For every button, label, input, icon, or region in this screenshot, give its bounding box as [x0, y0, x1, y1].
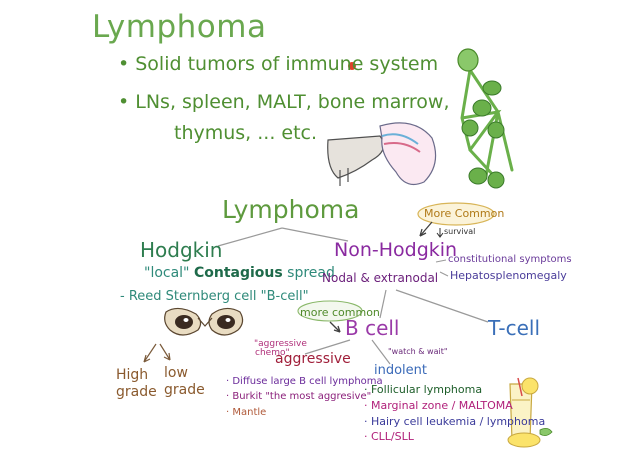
edge-nonhodgkin-bcell: [379, 289, 387, 319]
t-cell-node: T-cell: [488, 316, 541, 340]
edge-lymphoma-hodgkin: [217, 227, 283, 247]
watch-wait-note: "watch & wait": [388, 347, 448, 356]
survival-note: survival: [444, 227, 476, 236]
aggressive-node: aggressive: [275, 351, 351, 367]
hodgkin-spread: spread: [287, 265, 335, 281]
diagram-root-lymphoma: Lymphoma: [222, 195, 360, 224]
edge-bcell-aggressive: [304, 339, 351, 355]
non-hodgkin-node: Non-Hodgkin: [334, 239, 458, 261]
arrow-to-bcell: [329, 321, 341, 333]
reed-sternberg-note: - Reed Sternberg cell "B-cell": [120, 289, 309, 304]
aggressive-chemo-note-2: chemo": [255, 348, 290, 358]
aggressive-item-dlbcl: · Diffuse large B cell lymphoma: [226, 376, 383, 387]
edge-nonhodgkin-tcell: [395, 289, 489, 323]
liver-spleen-sketch: [327, 122, 437, 186]
main-title: Lymphoma: [92, 9, 267, 45]
hepatosplenomegaly-note: Hepatosplenomegaly: [450, 269, 567, 282]
indolent-item-hairy-cell: · Hairy cell leukemia / lymphoma: [364, 415, 546, 428]
indolent-node: indolent: [374, 363, 428, 378]
nodal-extranodal-note: Nodal & extranodal: [322, 271, 439, 285]
edge-constitutional: [435, 259, 447, 263]
indolent-item-marginal-zone: · Marginal zone / MALTOMA: [364, 399, 513, 412]
more-common-bubble-b: [297, 300, 363, 322]
edge-bcell-indolent: [371, 339, 391, 365]
survival-arrow: [436, 228, 444, 238]
aggressive-item-burkitt: · Burkit "the most aggresive": [226, 391, 372, 402]
edge-lymphoma-nonhodgkin: [281, 227, 349, 242]
lymph-node-body-sketch: [348, 48, 514, 189]
reed-sternberg-cell-sketch: [164, 307, 244, 336]
bullet-solid-tumors: • Solid tumors of immune system: [118, 53, 439, 75]
bcell-more-common-note: more common: [300, 306, 380, 319]
arrow-low-grade: [159, 343, 171, 361]
lemonade-sketch: [507, 377, 553, 448]
b-cell-node: B cell: [345, 316, 400, 340]
bullet-locations-cont: thymus, ... etc.: [174, 122, 318, 144]
edge-hepato: [439, 271, 449, 277]
constitutional-symptoms-note: constitutional symptoms: [448, 254, 572, 265]
more-common-note: More Common: [424, 207, 505, 220]
arrow-to-nonhodgkin: [419, 221, 433, 237]
hodgkin-local-note: "local" Contagious spread: [144, 266, 335, 280]
aggressive-item-mantle: · Mantle: [226, 407, 267, 418]
hodgkin-local: "local": [144, 265, 190, 281]
bullet-locations: • LNs, spleen, MALT, bone marrow,: [118, 91, 450, 113]
aggressive-chemo-note-1: "aggressive: [254, 339, 307, 349]
indolent-item-follicular: · Follicular lymphoma: [364, 383, 483, 396]
more-common-bubble: [417, 202, 495, 226]
hodgkin-contagious: Contagious: [193, 265, 283, 281]
arrow-high-grade: [143, 343, 157, 363]
indolent-item-cll-sll: · CLL/SLL: [364, 430, 414, 443]
hodgkin-node: Hodgkin: [140, 238, 223, 262]
